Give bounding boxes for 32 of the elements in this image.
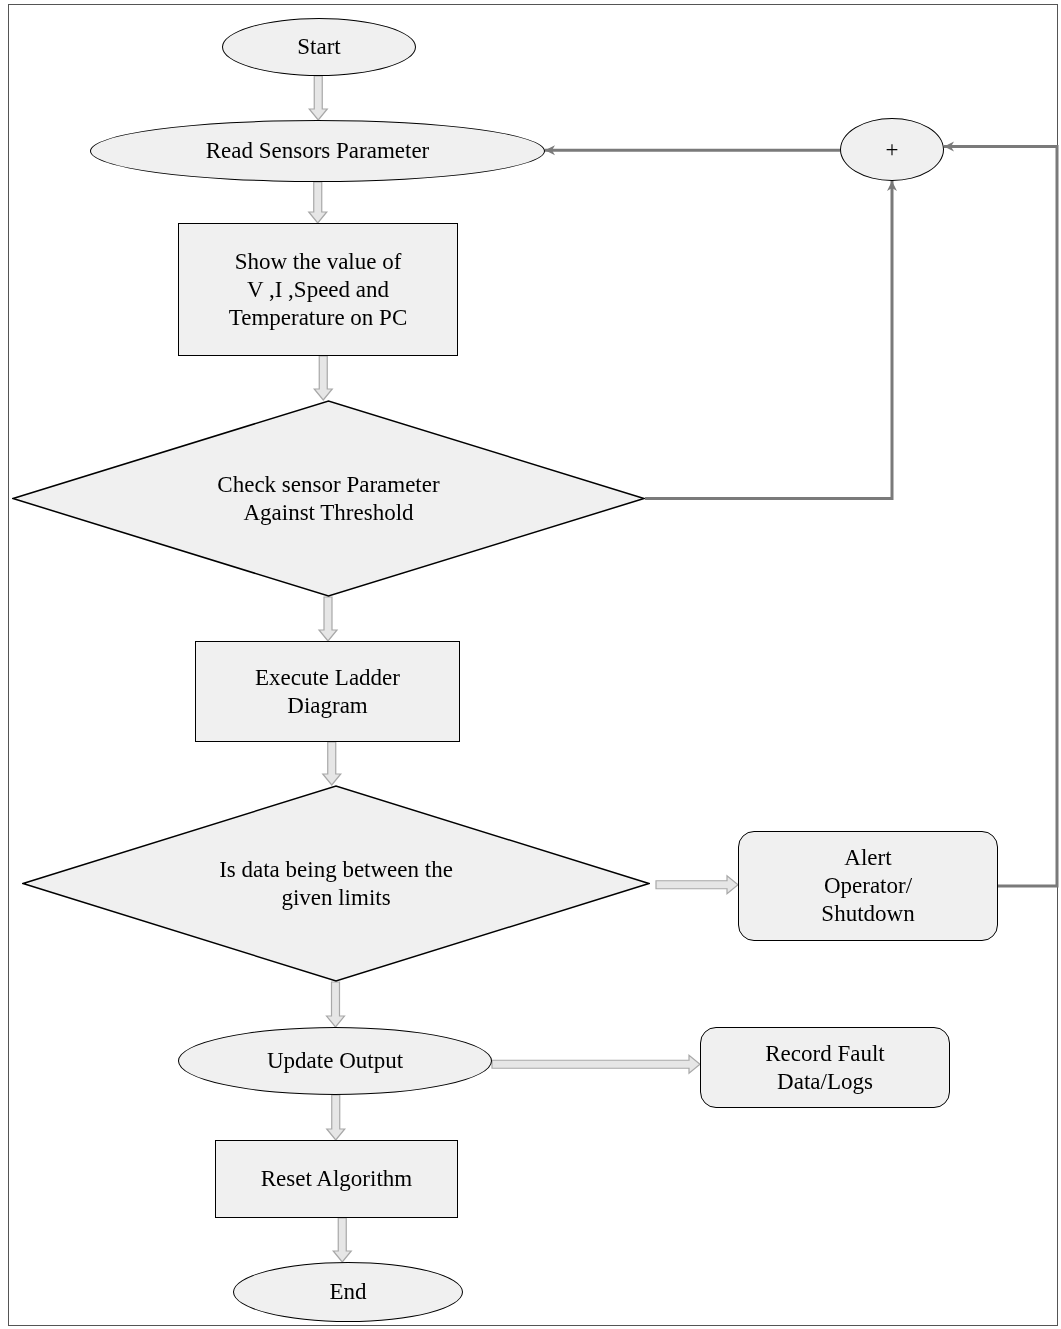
node-text: Is data being between the given limits	[218, 855, 454, 912]
record-box	[700, 1027, 950, 1108]
arrow	[545, 145, 840, 156]
block-arrow	[321, 741, 342, 786]
node-text: Alert Operator/ Shutdown	[820, 844, 916, 928]
block-arrow	[325, 1094, 346, 1141]
process-box	[195, 641, 460, 742]
arrow	[645, 181, 897, 500]
node-text: Record Fault Data/Logs	[764, 1039, 886, 1096]
node-text: Read Sensors Parameter	[205, 137, 430, 165]
node-text: Update Output	[266, 1047, 404, 1075]
decision-diamond	[22, 785, 650, 982]
block-arrow	[655, 874, 739, 895]
node-text: Reset Algorithm	[260, 1165, 413, 1193]
block-arrow	[491, 1054, 701, 1075]
decision-diamond	[12, 400, 645, 597]
node-text: Start	[297, 33, 341, 61]
node-text: Execute Ladder Diagram	[254, 663, 401, 720]
node-text: +	[885, 135, 899, 164]
block-arrow	[308, 75, 329, 121]
block-arrow	[313, 355, 334, 401]
arrow	[944, 141, 1059, 888]
process-box	[178, 223, 458, 356]
alert-box	[738, 831, 998, 941]
block-arrow	[317, 596, 339, 642]
node-text: Check sensor Parameter Against Threshold	[216, 470, 441, 527]
block-arrow	[307, 181, 328, 224]
block-arrow	[325, 981, 346, 1028]
block-arrow	[332, 1217, 353, 1263]
process-box	[215, 1140, 458, 1218]
node-text: End	[329, 1278, 367, 1306]
node-text: Show the value of V ,I ,Speed and Temperature on PC	[227, 247, 409, 332]
